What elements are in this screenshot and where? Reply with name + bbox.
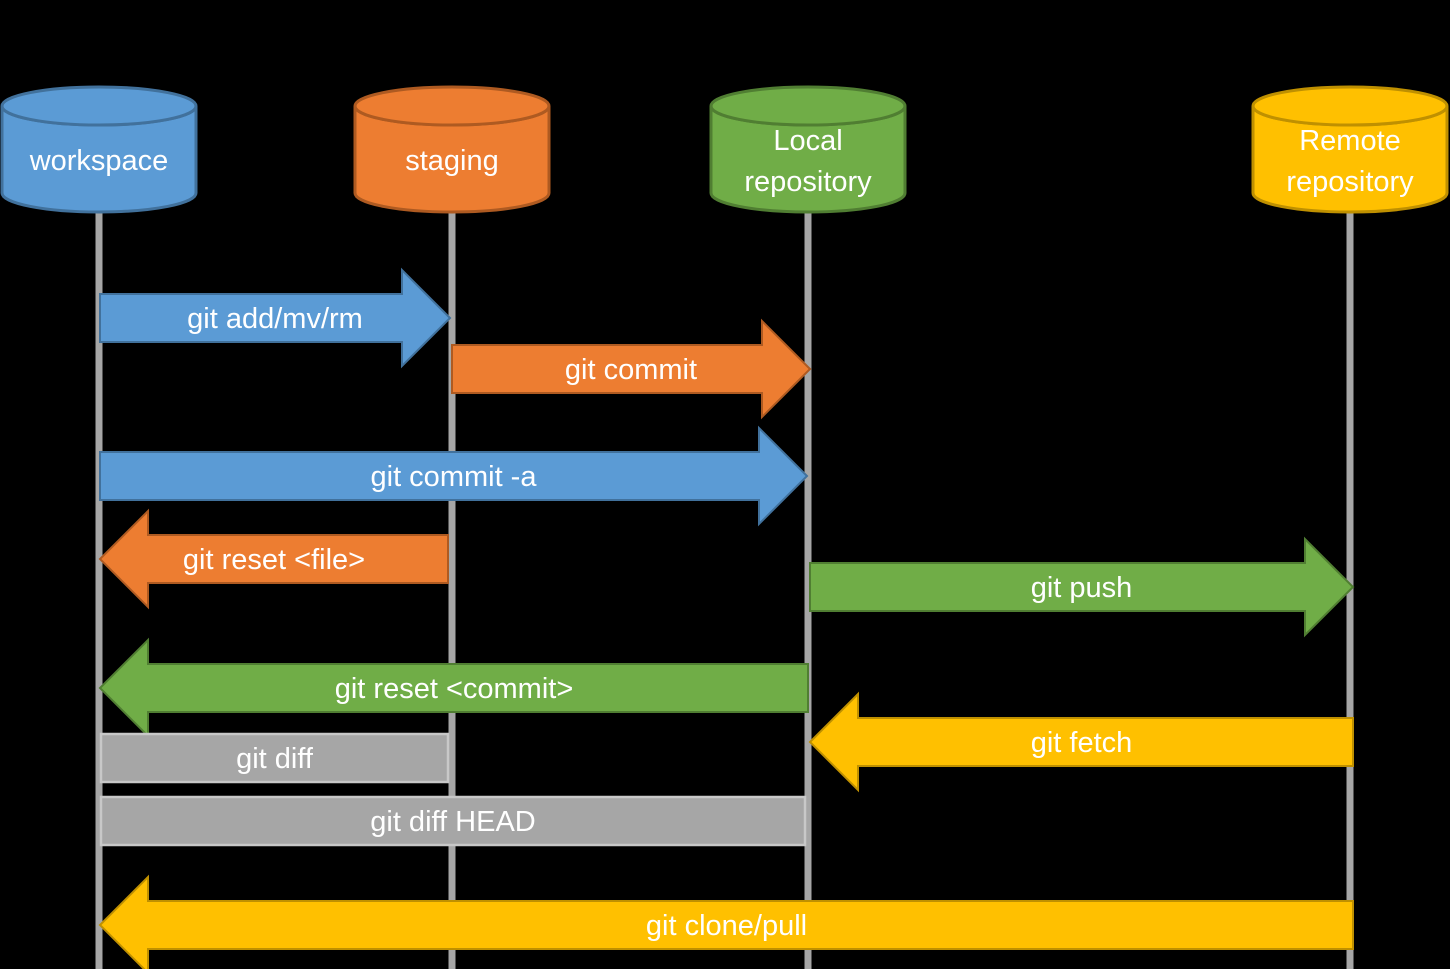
connector-git-push <box>809 536 1355 638</box>
lifeline-workspace <box>95 208 103 969</box>
connector-git-clone-pull-label: git clone/pull <box>646 910 807 942</box>
connector-git-diff-head-label: git diff HEAD <box>370 806 535 838</box>
connector-git-reset-file-label: git reset <file> <box>183 544 365 576</box>
connector-git-reset-commit-label: git reset <commit> <box>335 673 574 705</box>
connector-git-commit <box>451 318 812 420</box>
node-remote-repository-top <box>1251 85 1449 127</box>
node-local-repository-top <box>709 85 907 127</box>
connector-git-commit-label: git commit <box>565 354 697 386</box>
node-remote-repository-label-line1: Remote <box>1299 125 1401 157</box>
node-local-repository-label-line2: repository <box>744 166 872 198</box>
connector-git-fetch-label: git fetch <box>1031 727 1133 759</box>
connector-git-commit-a-label: git commit -a <box>371 461 538 493</box>
node-staging-label-line1: staging <box>405 145 499 177</box>
lifeline-staging <box>448 208 456 969</box>
connector-git-diff <box>99 732 450 784</box>
connector-git-reset-file <box>98 508 449 610</box>
connector-git-diff-head <box>99 795 807 847</box>
node-workspace-top <box>0 85 198 127</box>
connector-git-add <box>99 267 452 369</box>
connector-git-clone-pull <box>98 874 1354 969</box>
node-staging: staging <box>353 85 551 214</box>
node-remote-repository: Remote repository <box>1251 85 1449 214</box>
connector-git-diff-label: git diff <box>236 743 314 775</box>
node-local-repository: Local repository <box>709 85 907 214</box>
connector-git-fetch <box>808 691 1354 793</box>
node-workspace: workspace <box>0 85 198 214</box>
connector-git-reset-commit <box>98 637 809 739</box>
node-remote-repository-label-line2: repository <box>1286 166 1414 198</box>
connector-git-commit-a <box>99 425 809 527</box>
node-staging-top <box>353 85 551 127</box>
connector-git-add-label: git add/mv/rm <box>187 303 363 335</box>
node-local-repository-label-line1: Local <box>773 125 842 157</box>
lifeline-local-repository <box>804 208 812 969</box>
connector-git-push-label: git push <box>1031 572 1133 604</box>
node-workspace-label-line1: workspace <box>29 145 169 177</box>
